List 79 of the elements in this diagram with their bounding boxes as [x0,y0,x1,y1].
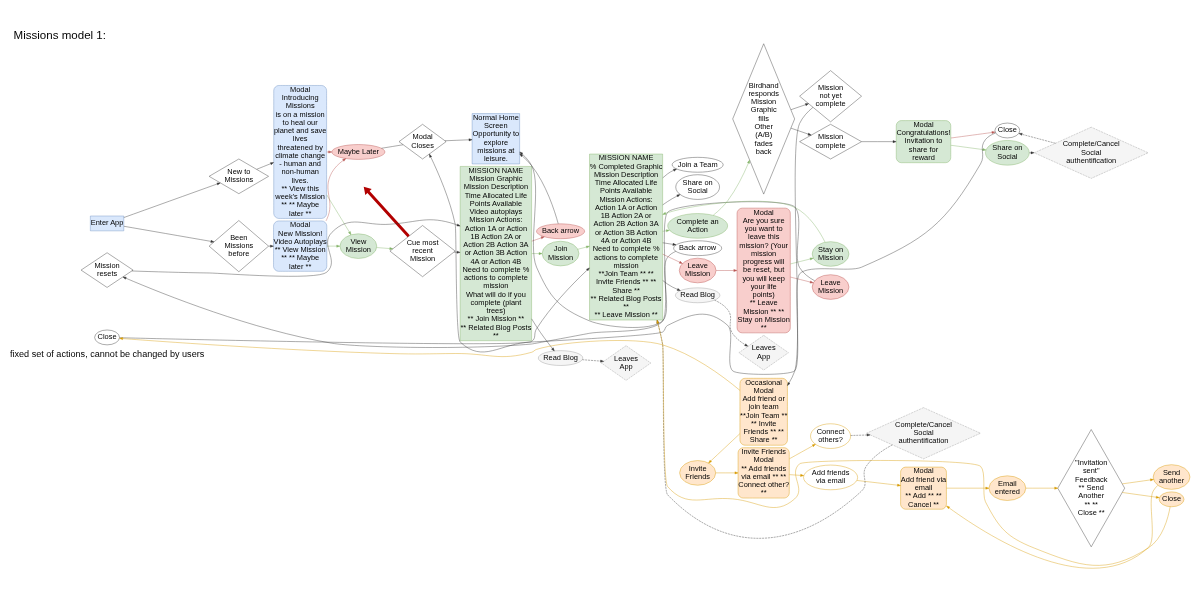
arrow [950,145,987,151]
arrow [662,253,683,264]
node-diamond: Mission resets [80,252,134,288]
node-ellipse: Close [1158,491,1185,507]
arrow [429,132,996,375]
arrow [444,138,473,142]
arrow [790,103,809,110]
node-box: MISSION NAME Mission Graphic Mission Description Time Allocated Life Points Available Video autoplays Mission Actions: Action 1A or Action 1B Action 2A or Action 2B Action 3A or Action 3B Action 4A or Action 4B Need to complete % actions to complete mission What will do if you complete (plant trees) ** Join Mission ** ** Related Blog Posts ** [459,166,532,341]
arrow [946,486,990,490]
arrow [1122,492,1160,499]
arrow [123,226,215,243]
arrow [363,186,410,238]
node-ellipse: Add friends via email [803,464,858,490]
node-diamond: Birdhand responds Mission Graphic fills Other (A/B) fades back [732,43,795,195]
node-diamond: "Invitation sent" Feedback ** Send Another ** ** Close ** [1057,429,1125,547]
arrow [716,269,738,272]
node-diamond: Complete/Cancel Social authentification [1034,127,1149,179]
arrow [861,140,897,143]
arrow [662,194,681,206]
node-box: Invite Friends Modal ** Add friends via email ** ** Connect other? ** [737,447,790,499]
arrow [789,474,804,477]
arrow [850,433,871,437]
node-box: Modal Add friend via email ** Add ** ** Cancel ** [900,466,947,510]
arrow [662,242,677,246]
node-box: Occasional Modal Add friend or join team **Join Team ** ** Invite Friends ** ** Share ** [739,378,788,446]
arrow [790,276,814,284]
arrow [946,485,1159,569]
arrow [790,127,812,136]
arrow [326,150,332,154]
arrow [856,480,901,487]
arrow [1018,133,1056,144]
arrow [582,359,604,363]
arrow [950,131,996,139]
arrow [715,471,739,475]
node-ellipse: Join Mission [541,241,580,267]
arrow [268,244,274,248]
node-box: Normal Home Screen Opportunity to explore missions at leisure. [471,113,520,165]
arrow [326,244,340,248]
node-box: MISSION NAME % Completed Graphic Mission Description Time Allocated Life Points Available Mission Actions: Action 1A or Action 1B Action 2A or Action 2B Action 3A or Action 3B Action 4A or Action 4B Need to complete % actions to complete mission **Join Team ** ** Invite Friends ** ** Share ** ** Related Blog Posts ** ** Leave Mission ** [589,153,663,321]
arrow [1029,151,1035,155]
arrow [531,318,555,352]
arrow [119,267,590,344]
arrow [790,257,814,265]
arrow [256,162,274,170]
arrow [453,250,461,254]
label: fixed set of actions, cannot be changed by users [9,349,205,360]
arrow [789,444,816,459]
node-diamond: Mission not yet complete [799,70,862,123]
arrow [123,182,221,218]
arrow [531,236,545,242]
arrow [662,280,681,291]
node-ellipse: Email entered [988,475,1026,501]
arrow [1025,486,1058,490]
arrow [656,319,1171,566]
arrow [119,337,741,391]
arrow [577,245,590,250]
node-diamond: Mission complete [799,124,862,160]
node-box: Modal Congratulations! Invitation to share for reward [896,120,951,163]
arrow [713,159,750,216]
node-box: Enter App [90,215,124,232]
arrow [662,168,677,179]
arrow [531,252,543,255]
node-ellipse: Close [94,329,120,346]
arrow [122,201,815,348]
arrow [1122,478,1154,485]
node-box: Modal Are you sure you want to leave this mission? (Your mission progress will be reset, but you will keep your life points) ** Leave Mission ** ** Stay on Mission ** [736,207,791,334]
arrow [662,229,670,233]
arrow [519,153,559,224]
diagram-title: Missions model 1: [13,28,106,41]
node-ellipse: Read Blog [538,350,584,366]
arrow [662,201,826,243]
arrow [325,158,346,222]
arrow [326,194,352,235]
arrow [714,299,749,347]
node-box: Modal New Mission! Video Autoplays ** View Mission ** ** Maybe later ** [273,220,327,272]
node-diamond: Leaves App [738,335,789,371]
arrow [787,107,814,386]
arrow [376,247,394,250]
arrow [708,433,741,464]
